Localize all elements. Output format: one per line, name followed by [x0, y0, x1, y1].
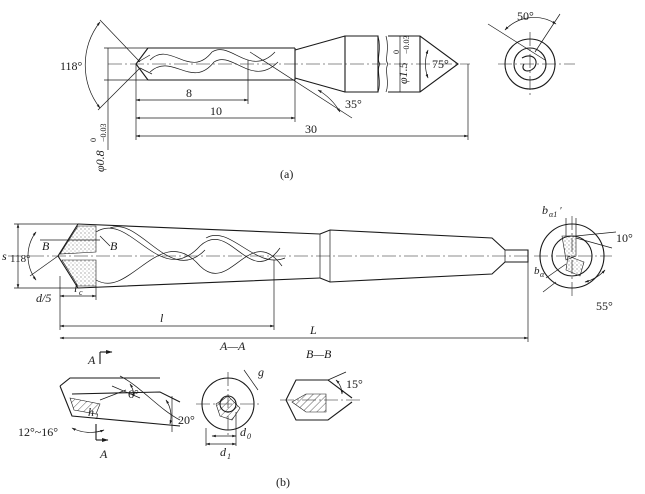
svg-text:α1: α1 [549, 210, 557, 219]
label-section-BB: B—B [306, 347, 332, 361]
label-35: 35° [345, 97, 362, 111]
svg-text:b: b [534, 265, 540, 277]
svg-text:d: d [220, 445, 227, 459]
label-20: 20° [178, 413, 195, 427]
section-BB [280, 371, 360, 421]
label-d5: d/5 [36, 291, 51, 305]
label-A-bottom: A [99, 447, 108, 461]
svg-text:−0.03: −0.03 [402, 35, 411, 54]
small-drill-body [135, 35, 459, 93]
label-h1: h 1 [88, 405, 99, 421]
section-AA [196, 369, 262, 446]
label-6: 6° [128, 387, 139, 401]
svg-text:0: 0 [247, 432, 251, 441]
figure-b: s 118° B B d/5 l c l L b α1 ′ b α 10° 55… [2, 203, 633, 489]
label-lc: l c [74, 281, 83, 297]
label-10: 10° [616, 231, 633, 245]
svg-text:b: b [542, 203, 548, 217]
label-15: 15° [346, 377, 363, 391]
svg-text:A: A [87, 353, 96, 367]
label-B-right: B [110, 239, 118, 253]
svg-text:φ0.8: φ0.8 [93, 150, 107, 172]
svg-text:α: α [540, 270, 545, 279]
caption-b: (b) [276, 475, 290, 489]
svg-text:1: 1 [95, 412, 99, 421]
label-50: 50° [517, 9, 534, 23]
label-dia-shank: φ1.5 0 −0.03 [392, 35, 411, 84]
angle-118-arc-a [84, 21, 101, 109]
label-ba: b α [534, 265, 545, 279]
label-L: L [309, 323, 317, 337]
label-55: 55° [596, 299, 613, 313]
caption-a: (a) [280, 167, 293, 181]
label-g: g [258, 365, 264, 379]
end-view-a [487, 13, 575, 96]
svg-text:l: l [74, 281, 78, 295]
svg-text:−0.03: −0.03 [99, 123, 108, 142]
svg-text:0: 0 [89, 138, 98, 142]
svg-text:′: ′ [560, 206, 562, 217]
label-10: 10 [210, 104, 222, 118]
label-B-left: B [42, 239, 50, 253]
end-view-b [534, 216, 617, 296]
label-ba1: b α1 ′ [542, 203, 562, 219]
label-dia-tip: φ0.8 0 −0.03 [89, 123, 108, 172]
label-30: 30 [305, 122, 317, 136]
label-75: 75° [432, 57, 449, 71]
svg-text:1: 1 [227, 452, 231, 461]
svg-text:c: c [79, 288, 83, 297]
svg-text:φ1.5: φ1.5 [396, 62, 410, 84]
label-12-16: 12°~16° [18, 425, 58, 439]
label-l: l [160, 311, 164, 325]
label-118-b: 118° [10, 253, 31, 265]
label-d0: d 0 [240, 425, 251, 441]
svg-text:d: d [240, 425, 247, 439]
label-section-AA: A—A [219, 339, 246, 353]
figure-a: 118° 50° 8 10 30 35° 75° φ0.8 0 −0.03 φ1… [60, 9, 575, 181]
label-s: s [2, 249, 7, 263]
label-d1: d 1 [220, 445, 231, 461]
section-marker-A-top: A [87, 350, 113, 367]
label-8: 8 [186, 86, 192, 100]
svg-text:0: 0 [392, 50, 401, 54]
label-118-a: 118° [60, 59, 83, 73]
detail-point-view [59, 375, 181, 442]
svg-text:h: h [88, 405, 94, 419]
